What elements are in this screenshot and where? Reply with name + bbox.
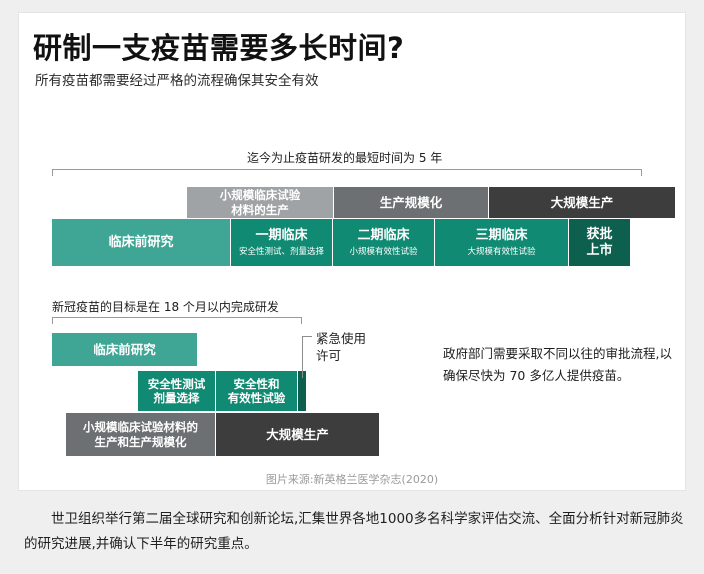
box-line1: 安全性和 <box>233 376 280 391</box>
government-approval-note: 政府部门需要采取不同以往的审批流程,以确保尽快为 70 多亿人提供疫苗。 <box>443 346 672 383</box>
box-line2: 大规模有效性试验 <box>467 246 536 257</box>
source-caption: 图片来源:新英格兰医学杂志(2020) <box>265 473 439 486</box>
box-line1: 小规模临床试验 <box>219 188 301 203</box>
box-small-scale-material-production: 小规模临床试验 材料的生产 <box>187 187 333 218</box>
annotation-line1: 紧急使用 <box>316 331 367 346</box>
box-phase-2: 二期临床 小规模有效性试验 <box>333 219 434 266</box>
timeline-bracket-traditional <box>52 169 642 176</box>
timeline-caption-traditional: 迄今为止疫苗研发的最短时间为 5 年 <box>247 151 443 165</box>
box-line1: 大规模生产 <box>266 426 329 442</box>
box-covid-material-and-scaleup: 小规模临床试验材料的 生产和生产规模化 <box>66 413 215 456</box>
timeline-caption-covid: 新冠疫苗的目标是在 18 个月以内完成研发 <box>52 300 279 314</box>
infographic-card: 研制一支疫苗需要多长时间? 所有疫苗都需要经过严格的流程确保其安全有效 迄今为止… <box>18 12 686 491</box>
box-line2: 安全性测试、剂量选择 <box>238 246 324 257</box>
box-line1: 二期临床 <box>357 227 410 243</box>
box-covid-preclinical-research: 临床前研究 <box>52 333 197 366</box>
emergency-use-leader-line <box>302 336 312 378</box>
box-line2: 剂量选择 <box>153 391 200 405</box>
page-subtitle: 所有疫苗都需要经过严格的流程确保其安全有效 <box>35 73 319 89</box>
emergency-use-annotation: 紧急使用 许可 <box>316 331 366 365</box>
box-line1: 获批 <box>586 226 613 242</box>
box-line1: 生产规模化 <box>379 194 443 210</box>
box-line2: 生产和生产规模化 <box>94 434 187 449</box>
box-line1: 一期临床 <box>255 227 308 243</box>
box-preclinical-research: 临床前研究 <box>52 219 230 266</box>
box-approval-launch: 获批 上市 <box>569 219 630 266</box>
box-phase-1: 一期临床 安全性测试、剂量选择 <box>231 219 332 266</box>
box-line2: 有效性试验 <box>227 391 286 405</box>
box-line2: 上市 <box>586 242 613 258</box>
box-line1: 小规模临床试验材料的 <box>83 420 198 435</box>
page-title: 研制一支疫苗需要多长时间? <box>33 31 405 65</box>
annotation-line2: 许可 <box>316 347 342 363</box>
box-phase-3: 三期临床 大规模有效性试验 <box>435 219 568 266</box>
box-line2: 小规模有效性试验 <box>349 246 418 257</box>
box-line1: 三期临床 <box>475 227 528 243</box>
box-line1: 大规模生产 <box>550 194 614 210</box>
timeline-bracket-covid <box>52 317 302 324</box>
box-line2: 材料的生产 <box>231 202 289 217</box>
box-line1: 临床前研究 <box>108 234 174 250</box>
box-line1: 临床前研究 <box>93 341 156 357</box>
box-scale-up-production: 生产规模化 <box>334 187 488 218</box>
box-line1: 安全性测试 <box>147 376 206 391</box>
footer-paragraph: 世卫组织举行第二届全球研究和创新论坛,汇集世界各地1000多名科学家评估交流、全… <box>24 511 684 552</box>
box-covid-safety-dosage: 安全性测试 剂量选择 <box>138 371 215 411</box>
box-covid-approval-sliver <box>298 371 306 411</box>
box-mass-production: 大规模生产 <box>489 187 675 218</box>
box-covid-mass-production: 大规模生产 <box>216 413 379 456</box>
box-covid-safety-efficacy: 安全性和 有效性试验 <box>216 371 297 411</box>
